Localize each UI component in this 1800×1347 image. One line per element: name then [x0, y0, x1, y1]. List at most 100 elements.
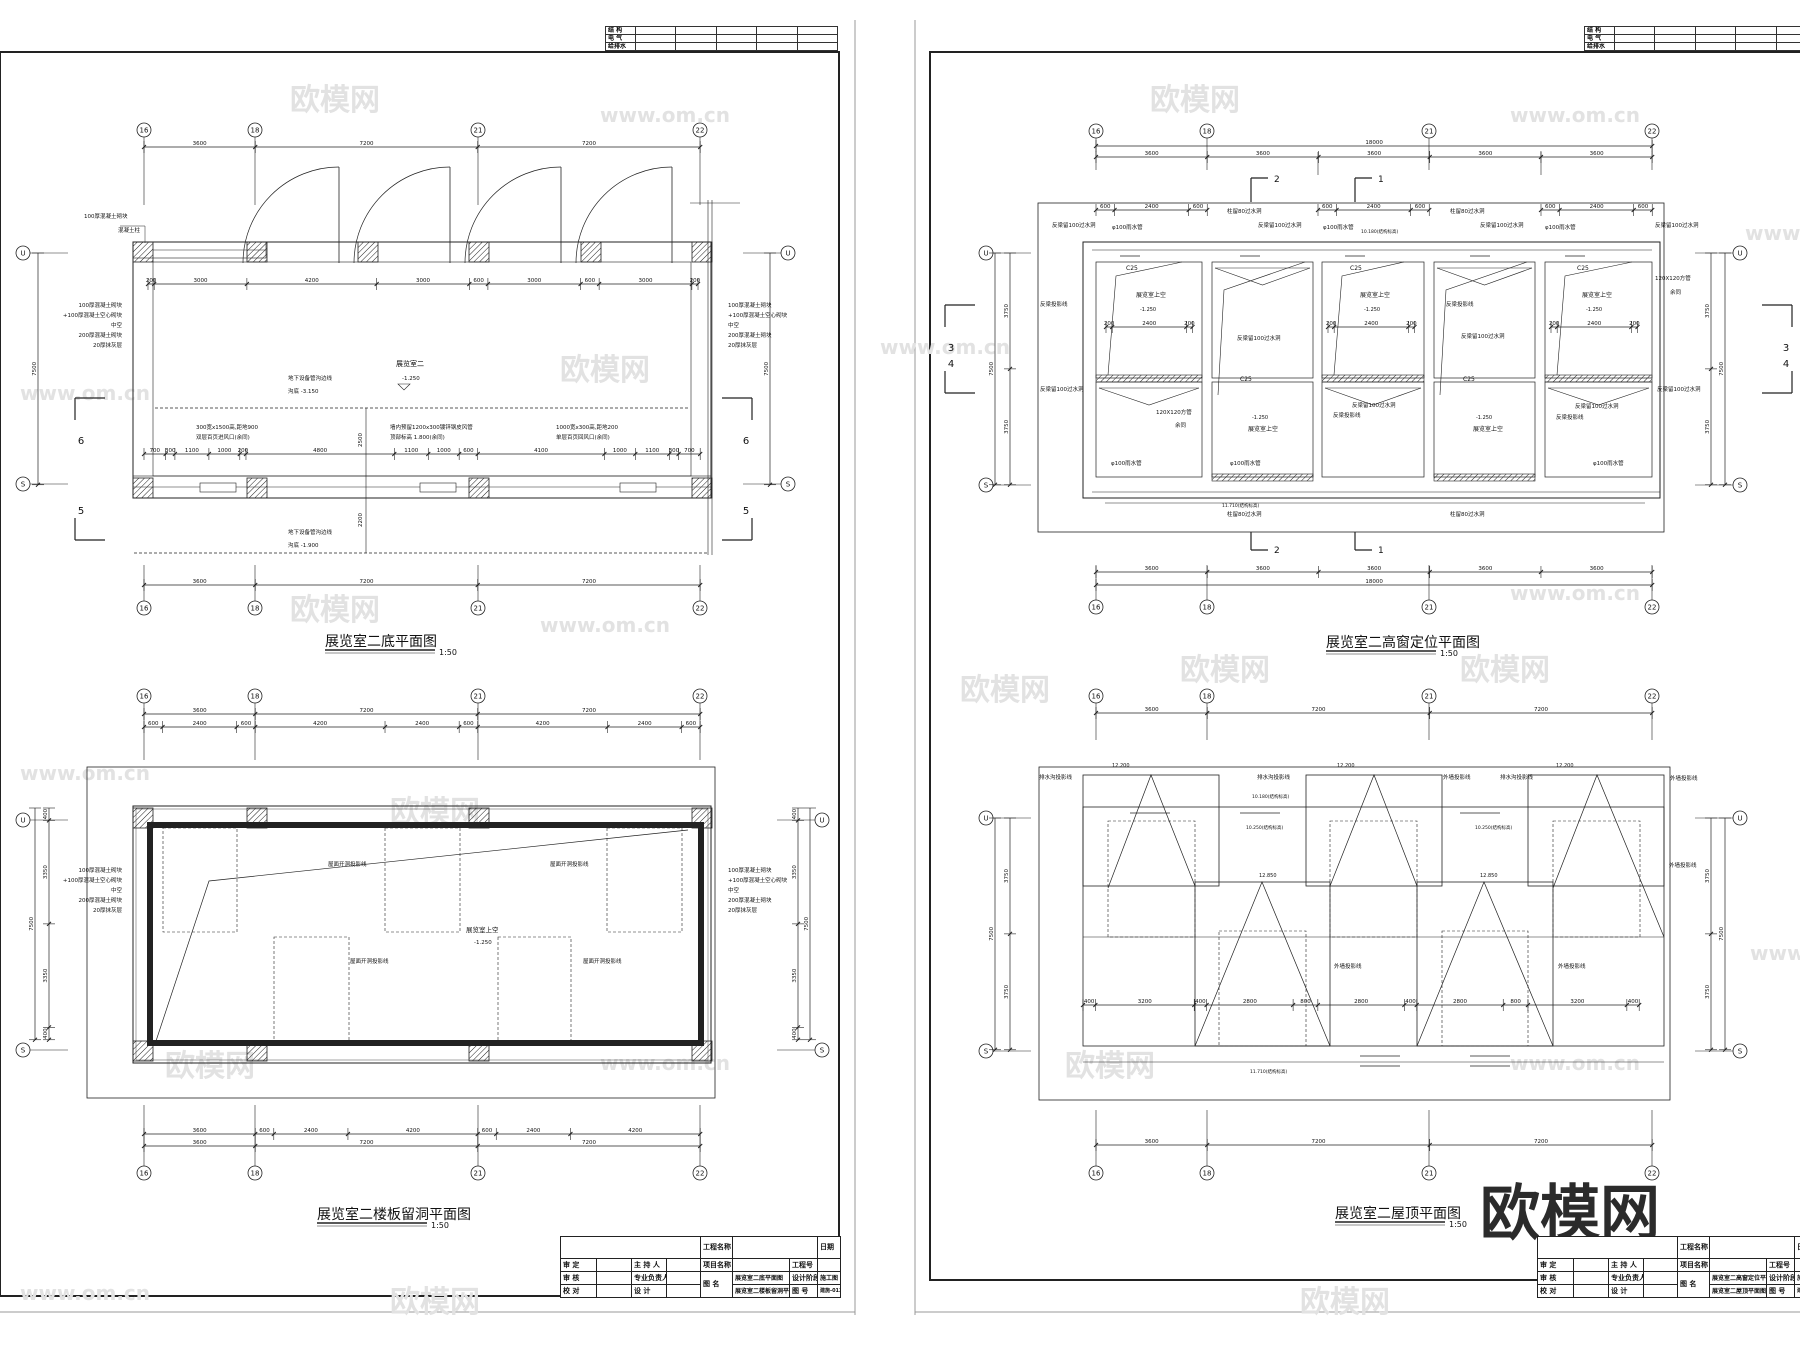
dim-cell-value: 600	[1638, 204, 1649, 210]
grid-row-bubble-label: S	[1738, 482, 1743, 490]
plan-note: 屋面开洞投影线	[350, 957, 389, 965]
dim-cell-value: 600	[1545, 204, 1556, 210]
dim-inner-value: 3000	[527, 278, 541, 284]
plan-note: 外墙投影线	[1669, 861, 1697, 869]
top-table-row-label: 电 气	[1584, 34, 1615, 43]
plan-note: +100厚混凝土空心砌块	[728, 876, 788, 884]
plan-note: 展览室上空	[1248, 425, 1278, 433]
plan-note: 100厚混凝土砌块	[84, 212, 128, 220]
plan-note: 中空	[111, 321, 123, 329]
concrete-column	[132, 807, 154, 829]
dim-top2-value: 600	[463, 721, 474, 727]
opening-projection	[1441, 930, 1529, 1047]
dim-cell-value: 2400	[1590, 204, 1604, 210]
dimension-tick	[1103, 324, 1109, 330]
grid-row-bubble-label: S	[820, 1047, 825, 1055]
dim-cell-value: 2400	[1367, 204, 1381, 210]
plan-note: 12.200	[1112, 763, 1130, 769]
roof-outline	[1082, 806, 1665, 1047]
dimension-tick	[602, 451, 607, 457]
dim-side-total-value: 7500	[989, 361, 995, 375]
plan-note: 10.250(结构标高)	[1246, 824, 1284, 831]
plan-note: 10.180(结构标高)	[1252, 793, 1290, 800]
slab-extent-outline	[1038, 766, 1671, 1101]
drawing-title: 展览室二高窗定位平面图	[1326, 634, 1480, 651]
plan-note: +100厚混凝土空心砌块	[63, 311, 123, 319]
dim-inner-value: 3200	[1570, 999, 1584, 1005]
dimension-tick	[1186, 207, 1192, 213]
door-swing-arc	[464, 166, 562, 264]
plan-note: 20厚抹灰层	[93, 906, 122, 914]
dimension-tick	[676, 451, 681, 457]
dim-top2-value: 600	[148, 721, 159, 727]
dimension-tick	[568, 1131, 573, 1137]
dimension-tick	[475, 582, 481, 588]
dim-bottom-value: 7200	[1534, 1139, 1548, 1145]
plan-note: 反梁留100过水洞	[1052, 221, 1096, 229]
plan-note: 300宽x1500高,距地900	[196, 423, 258, 431]
plan-note: 混凝土柱	[118, 226, 141, 234]
grid-col-bubble-label: 22	[1648, 604, 1657, 612]
sloped-glazing-line	[1439, 261, 1528, 396]
dimension-tick	[1290, 1002, 1296, 1008]
date-label: 日期	[1794, 1236, 1800, 1259]
dim-inner-value: 2800	[1243, 999, 1257, 1005]
plan-note: 外墙投影线	[1443, 773, 1471, 781]
plan-note: 中空	[728, 321, 740, 329]
dim-top-value: 7200	[582, 708, 596, 714]
top-table-row-label: 电 气	[605, 34, 636, 43]
grid-col-bubble-label: 16	[1092, 1170, 1101, 1178]
door-swing-arc	[353, 166, 451, 264]
dim-bottom-value: 7200	[1311, 1139, 1325, 1145]
plan-note: 反梁投影线	[1040, 300, 1068, 308]
dimension-tick	[252, 1131, 258, 1137]
dimension-tick	[795, 921, 801, 927]
building-outline	[1082, 241, 1661, 499]
watermark-url: www.om.cn	[1745, 221, 1800, 245]
watermark-logo: 欧模网	[1150, 83, 1240, 118]
dim-side-value: 3750	[1705, 419, 1711, 433]
review-label: 审 核	[1537, 1271, 1574, 1285]
concrete-column	[246, 1040, 268, 1062]
dim-total-value: 18000	[1365, 140, 1383, 146]
grid-row-bubble-label: S	[984, 1048, 989, 1056]
top-table-row-label: 给排水	[605, 42, 636, 51]
dim-vert-value: 2200	[358, 513, 364, 527]
date-label: 日期	[817, 1236, 841, 1259]
window-cell-upper	[1544, 261, 1653, 379]
grid-col-bubble-label: 21	[474, 605, 483, 613]
grid-col-bubble-label: 18	[251, 1170, 260, 1178]
elevation-marker-icon	[397, 383, 411, 391]
dimension-tick	[475, 711, 481, 717]
dimension-tick	[1316, 154, 1321, 160]
plan-note: 展览室上空	[1360, 291, 1390, 299]
dimension-tick	[1427, 154, 1433, 160]
dimension-tick	[1093, 710, 1099, 716]
plan-note: 反梁留100过水洞	[1258, 221, 1302, 229]
watermark-logo: 欧模网	[290, 593, 380, 628]
plan-note: 100厚混凝土砌块	[728, 301, 772, 309]
dimension-tick	[807, 1037, 813, 1043]
raised-roof-block-upper	[1082, 774, 1220, 887]
grid-col-bubble-label: 16	[140, 693, 149, 701]
dim-vert-value: 2500	[358, 433, 364, 447]
grid-col-bubble-label: 16	[140, 127, 149, 135]
dim-mid-value: 200	[1629, 321, 1640, 327]
grid-col-bubble-label: 18	[1203, 604, 1212, 612]
dimension-tick	[1649, 569, 1655, 575]
dimension-tick	[697, 724, 703, 730]
dimension-tick	[1109, 324, 1115, 330]
dimension-tick	[1624, 1002, 1630, 1008]
dimension-tick	[475, 451, 481, 457]
ring-beam	[147, 822, 704, 1046]
dimension-tick	[1649, 582, 1655, 588]
concrete-column	[132, 241, 154, 263]
watermark-url: www.om.cn	[880, 335, 1010, 359]
dimension-tick	[1093, 569, 1099, 575]
dimension-tick	[1093, 143, 1099, 149]
grid-row-bubble-label: U	[819, 817, 824, 825]
plan-note: 展览室二	[396, 359, 424, 368]
dimension-tick	[1427, 710, 1433, 716]
plan-note: 排水沟投影线	[1039, 773, 1073, 781]
dim-inner-value: 800	[1510, 999, 1521, 1005]
